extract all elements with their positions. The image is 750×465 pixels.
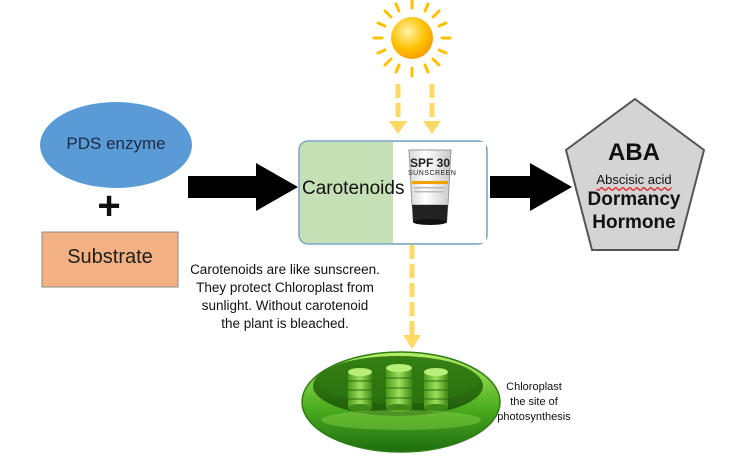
substrate-label: Substrate	[67, 246, 153, 268]
chloroplast-icon	[301, 351, 501, 453]
carotenoids-label: Carotenoids	[302, 178, 405, 199]
aba-name-label: Abscisic acid	[596, 172, 672, 187]
aba-role-line1: Dormancy	[587, 189, 681, 210]
aba-node	[564, 97, 706, 251]
description-line-1: Carotenoids are like sunscreen.	[190, 262, 380, 277]
substrate-node	[41, 231, 179, 288]
sunbeam-arrowhead-chloroplast	[403, 335, 421, 349]
arrow-to-carotenoids	[188, 163, 298, 211]
aba-role-line2: Hormone	[592, 212, 676, 233]
arrow-to-aba	[490, 163, 572, 211]
chloroplast-caption-line-2: the site of	[510, 396, 558, 408]
chloroplast-caption-line-3: photosynthesis	[497, 411, 571, 423]
sunscreen-spf-label: SPF 30	[409, 156, 451, 170]
description-line-3: sunlight. Without carotenoid	[201, 298, 369, 313]
aba-abbrev-label: ABA	[608, 139, 660, 166]
pds-enzyme-node	[40, 102, 192, 188]
pds-enzyme-label: PDS enzyme	[66, 134, 166, 153]
sunscreen-tube-icon	[408, 149, 452, 225]
sunbeam-arrowhead-left	[389, 121, 407, 134]
sun-icon	[372, 0, 452, 78]
plus-sign: +	[97, 184, 121, 228]
chloroplast-caption-line-1: Chloroplast	[506, 381, 562, 393]
sunbeam-arrowhead-right	[423, 121, 441, 134]
sunscreen-label: SUNSCREEN	[408, 170, 457, 177]
description-line-4: the plant is bleached.	[221, 316, 349, 331]
description-line-2: They protect Chloroplast from	[196, 280, 374, 295]
